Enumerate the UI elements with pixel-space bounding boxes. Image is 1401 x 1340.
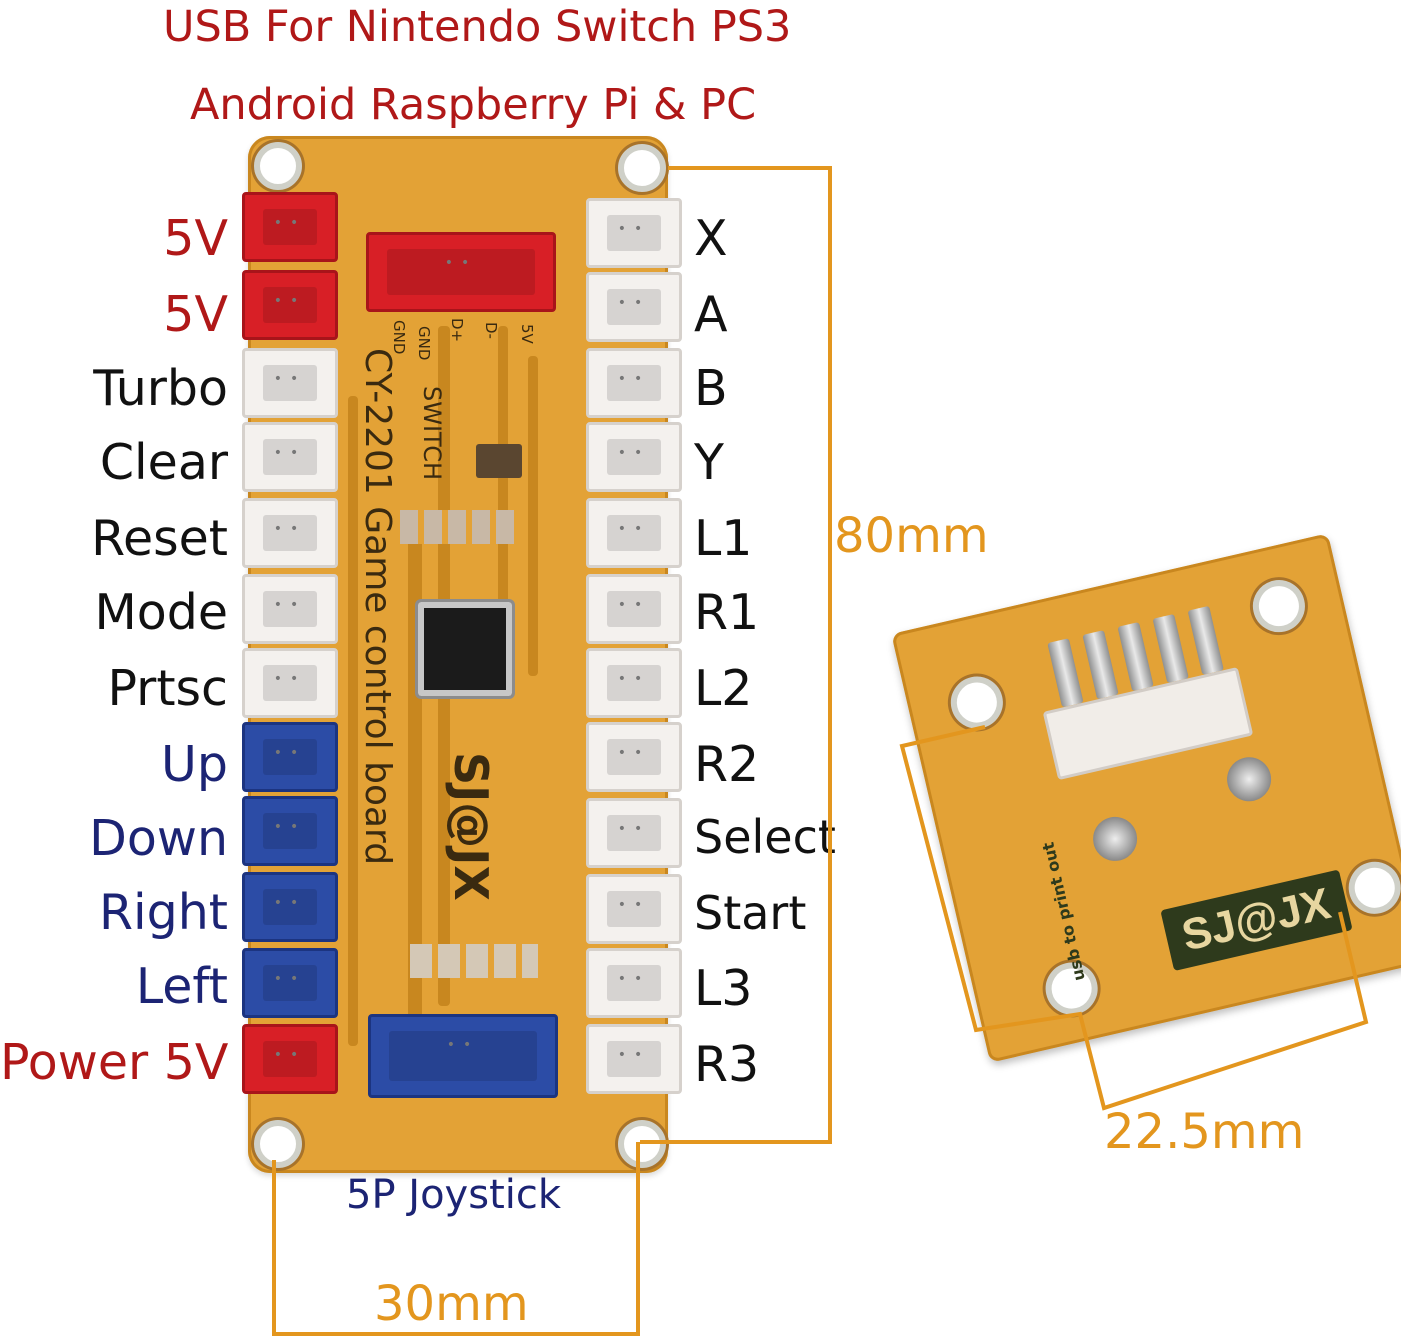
- connector-turbo: [242, 348, 338, 418]
- connector-5v-2: [242, 270, 338, 340]
- label-r1: R1: [694, 584, 760, 641]
- label-start: Start: [694, 886, 807, 940]
- label-clear: Clear: [99, 434, 228, 491]
- connector-select: [586, 798, 682, 868]
- label-r2: R2: [694, 736, 760, 793]
- usb-header-connector: [366, 232, 556, 312]
- connector-5v-1: [242, 192, 338, 262]
- microcontroller-chip: [418, 602, 512, 696]
- label-5v-2: 5V: [163, 286, 228, 343]
- dimension-width: 30mm: [374, 1276, 529, 1332]
- connector-power-5v: [242, 1024, 338, 1094]
- label-a: A: [694, 286, 728, 343]
- connector-left: [242, 948, 338, 1018]
- label-mode: Mode: [94, 584, 228, 641]
- dimension-height: 80mm: [834, 508, 989, 564]
- connector-prtsc: [242, 648, 338, 718]
- connector-l3: [586, 948, 682, 1018]
- connector-mode: [242, 574, 338, 644]
- label-turbo: Turbo: [93, 360, 228, 417]
- connector-a: [586, 272, 682, 342]
- connector-start: [586, 874, 682, 944]
- resistor-pair: [476, 444, 522, 478]
- connector-l1: [586, 498, 682, 568]
- label-right: Right: [98, 884, 228, 941]
- connector-up: [242, 722, 338, 792]
- connector-r1: [586, 574, 682, 644]
- dimension-small-board: 22.5mm: [1104, 1104, 1305, 1160]
- led-array: [410, 944, 538, 978]
- connector-b: [586, 348, 682, 418]
- label-r3: R3: [694, 1036, 760, 1093]
- label-select: Select: [694, 810, 836, 864]
- connector-x: [586, 198, 682, 268]
- label-l1: L1: [694, 510, 753, 567]
- connector-right: [242, 872, 338, 942]
- connector-y: [586, 422, 682, 492]
- label-left: Left: [135, 958, 228, 1015]
- label-l3: L3: [694, 960, 753, 1017]
- label-l2: L2: [694, 660, 753, 717]
- mount-hole-top-right: [618, 144, 666, 192]
- label-5v-1: 5V: [163, 210, 228, 267]
- joystick-connector: [368, 1014, 558, 1098]
- mount-hole-top-left: [254, 142, 302, 190]
- title-line-2: Android Raspberry Pi & PC: [190, 80, 757, 130]
- label-y: Y: [694, 434, 724, 491]
- title-line-1: USB For Nintendo Switch PS3: [163, 2, 792, 52]
- label-prtsc: Prtsc: [107, 660, 228, 717]
- resistor-array: [400, 510, 520, 544]
- connector-down: [242, 796, 338, 866]
- mount-hole-bottom-left: [254, 1120, 302, 1168]
- label-reset: Reset: [91, 510, 228, 567]
- connector-reset: [242, 498, 338, 568]
- label-b: B: [694, 360, 728, 417]
- connector-clear: [242, 422, 338, 492]
- joystick-label: 5P Joystick: [346, 1172, 562, 1218]
- connector-l2: [586, 648, 682, 718]
- label-power-5v: Power 5V: [0, 1034, 229, 1091]
- label-down: Down: [89, 810, 228, 867]
- connector-r3: [586, 1024, 682, 1094]
- connector-r2: [586, 722, 682, 792]
- label-x: X: [694, 210, 728, 267]
- label-up: Up: [161, 736, 228, 793]
